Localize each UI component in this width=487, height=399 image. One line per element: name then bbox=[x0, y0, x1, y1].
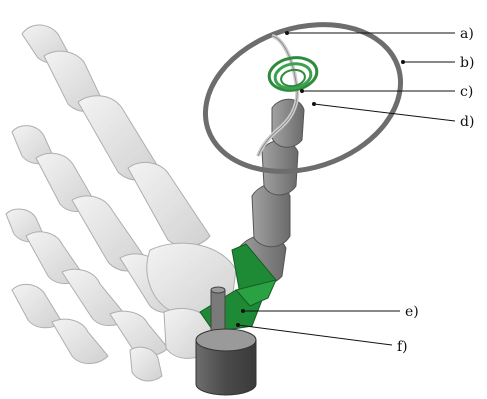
thumb-tip-segment bbox=[272, 99, 304, 147]
leader-b-dot bbox=[401, 60, 405, 64]
label-d: d) bbox=[460, 114, 474, 130]
leader-a-dot bbox=[285, 31, 289, 35]
thumb-upper-segment bbox=[262, 140, 298, 195]
leader-f bbox=[238, 325, 392, 345]
cylinder-top bbox=[196, 329, 256, 351]
label-f: f) bbox=[397, 339, 408, 355]
little-metacarpal bbox=[52, 319, 108, 363]
finger-bones bbox=[6, 25, 236, 381]
large-coil-ring bbox=[186, 1, 419, 196]
index-metacarpal bbox=[128, 162, 210, 246]
label-e: e) bbox=[405, 304, 419, 320]
label-a: a) bbox=[460, 26, 474, 42]
label-c: c) bbox=[460, 84, 473, 100]
cylinder-shaft-top bbox=[211, 287, 225, 293]
label-b: b) bbox=[460, 55, 474, 71]
leader-e-dot bbox=[241, 309, 245, 313]
leader-d-dot bbox=[312, 102, 316, 106]
leader-d bbox=[314, 104, 455, 121]
leader-c-dot bbox=[300, 89, 304, 93]
leader-f-dot bbox=[236, 323, 240, 327]
